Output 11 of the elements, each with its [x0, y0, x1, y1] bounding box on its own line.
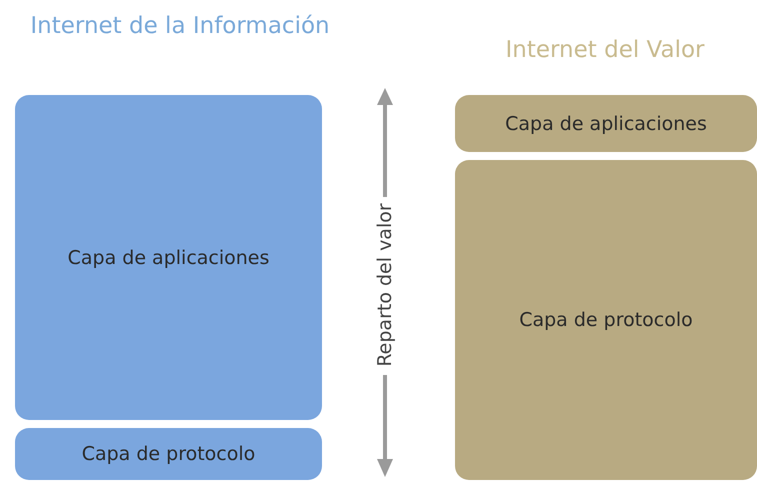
layer-box — [15, 428, 322, 480]
layer-label: Capa de protocolo — [82, 443, 256, 465]
layer-label: Capa de aplicaciones — [505, 112, 707, 134]
layer-box — [455, 95, 757, 152]
axis-label: Reparto del valor — [374, 203, 396, 367]
layer-box — [455, 160, 757, 480]
layer-label: Capa de protocolo — [519, 309, 693, 331]
layer-box — [15, 95, 322, 420]
column-title: Internet del Valor — [504, 36, 706, 65]
layer-label: Capa de aplicaciones — [68, 246, 270, 268]
column-title: Internet de la Información — [29, 12, 331, 41]
